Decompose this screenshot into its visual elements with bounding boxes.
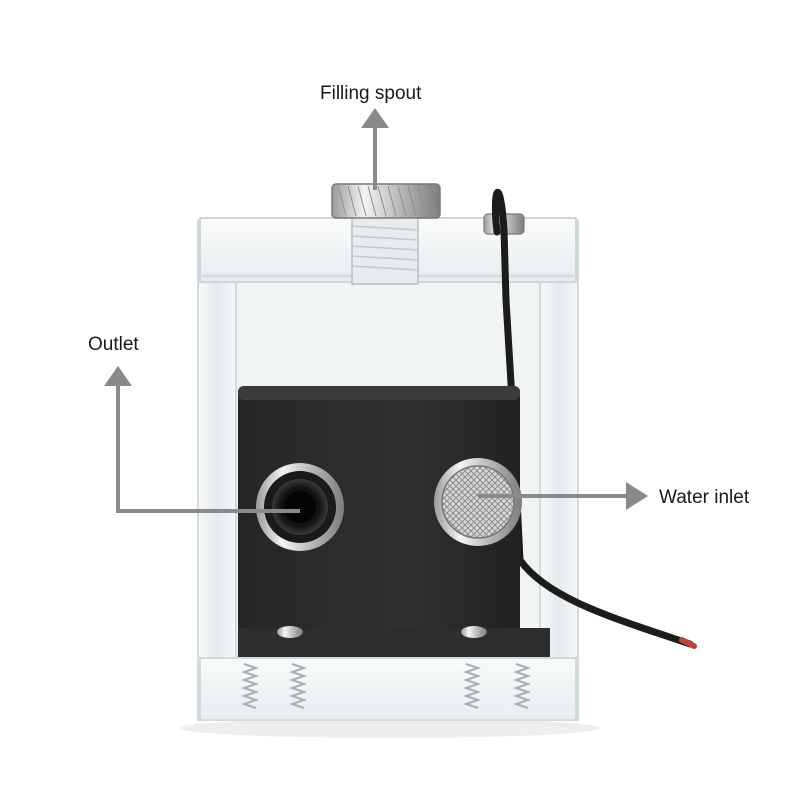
filling-spout-label: Filling spout — [320, 83, 422, 104]
arrow-right-icon — [478, 482, 648, 510]
spring-feet — [240, 663, 532, 709]
arrow-up-icon — [361, 108, 389, 190]
screw-right — [461, 626, 487, 638]
ground-shadow — [180, 718, 600, 738]
arrow-up-icon — [104, 366, 300, 513]
water-inlet-mesh — [441, 465, 515, 539]
pump-body — [238, 386, 520, 648]
water-inlet-label: Water inlet — [659, 487, 750, 508]
acrylic-left-post — [197, 219, 237, 721]
filling-spout-cap — [331, 183, 441, 219]
acrylic-bottom-plate — [199, 657, 577, 721]
outlet-label: Outlet — [88, 334, 139, 355]
screw-left — [277, 626, 303, 638]
